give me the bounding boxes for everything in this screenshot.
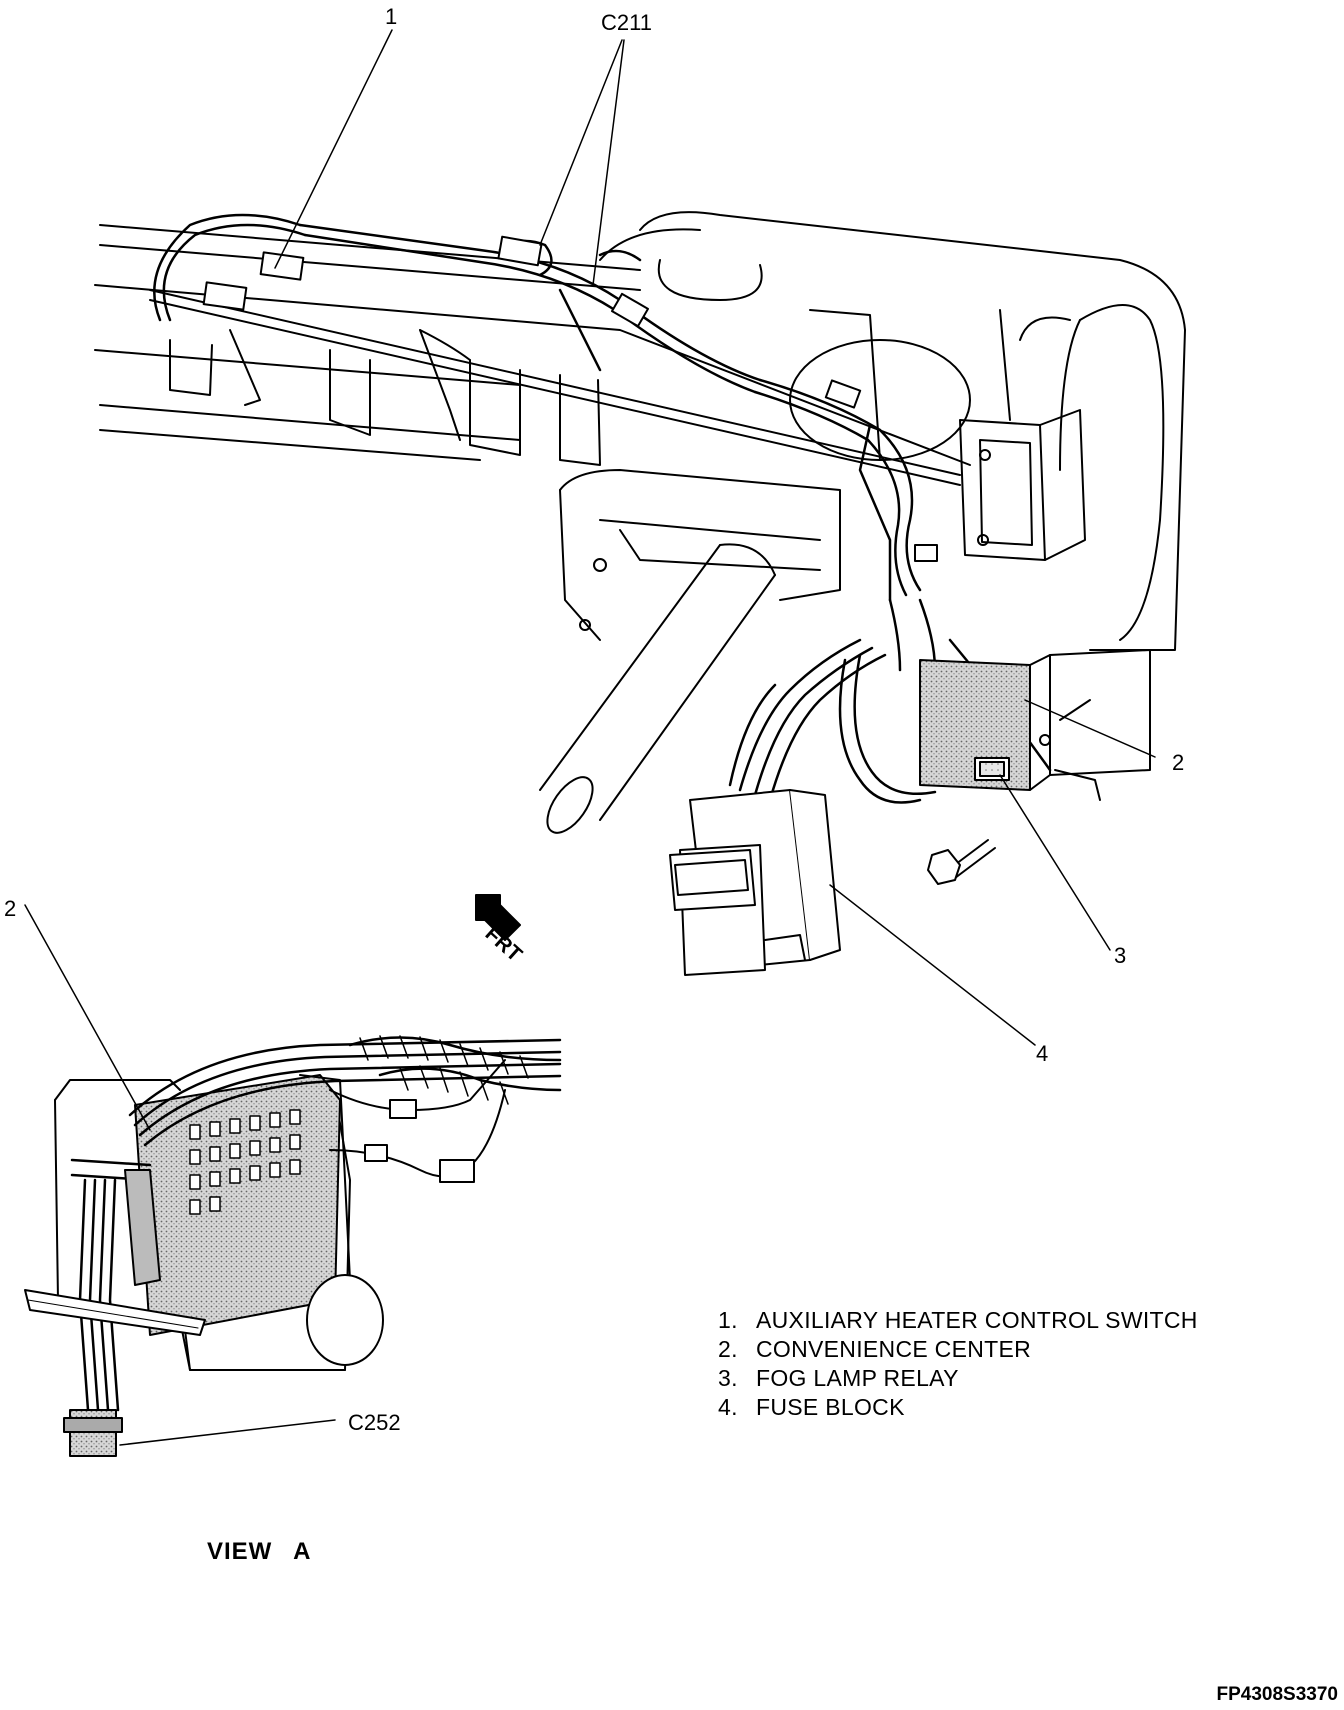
- leader-lines: [24, 29, 1156, 1446]
- convenience-center-part: [919, 649, 1151, 801]
- front-direction-arrow: [475, 894, 521, 941]
- legend-text: AUXILIARY HEATER CONTROL SWITCH: [756, 1307, 1198, 1333]
- callout-4-fuse-block: 4: [1036, 1041, 1049, 1066]
- mounting-bolt: [927, 839, 996, 885]
- legend-item: 2. CONVENIENCE CENTER: [718, 1335, 1198, 1364]
- callout-3-fog-lamp-relay: 3: [1114, 943, 1127, 968]
- fuse-block-part: [669, 789, 841, 976]
- view-a-title: VIEW A: [207, 1538, 312, 1565]
- legend-item: 4. FUSE BLOCK: [718, 1393, 1198, 1422]
- callout-2-view-a: 2: [4, 896, 17, 921]
- legend-number: 3.: [718, 1365, 738, 1391]
- callout-c211-connector: C211: [601, 10, 652, 35]
- harness-connectors: [202, 235, 938, 562]
- callout-1-aux-heater-switch: 1: [385, 4, 398, 29]
- legend-text: FUSE BLOCK: [756, 1394, 905, 1420]
- legend-text: CONVENIENCE CENTER: [756, 1336, 1032, 1362]
- legend-item: 1. AUXILIARY HEATER CONTROL SWITCH: [718, 1306, 1198, 1335]
- callout-2-convenience-center: 2: [1172, 750, 1185, 775]
- legend-number: 1.: [718, 1307, 738, 1333]
- legend-item: 3. FOG LAMP RELAY: [718, 1364, 1198, 1393]
- legend-number: 4.: [718, 1394, 738, 1420]
- legend-number: 2.: [718, 1336, 738, 1362]
- steering-column: [539, 543, 776, 834]
- instrument-panel-frame: [94, 211, 1186, 756]
- parts-legend: 1. AUXILIARY HEATER CONTROL SWITCH 2. CONV…: [718, 1306, 1198, 1422]
- legend-text: FOG LAMP RELAY: [756, 1365, 959, 1391]
- figure-code: FP4308S3370: [1216, 1684, 1339, 1705]
- callout-c252-connector: C252: [348, 1410, 401, 1435]
- view-a-detail: [24, 1035, 562, 1457]
